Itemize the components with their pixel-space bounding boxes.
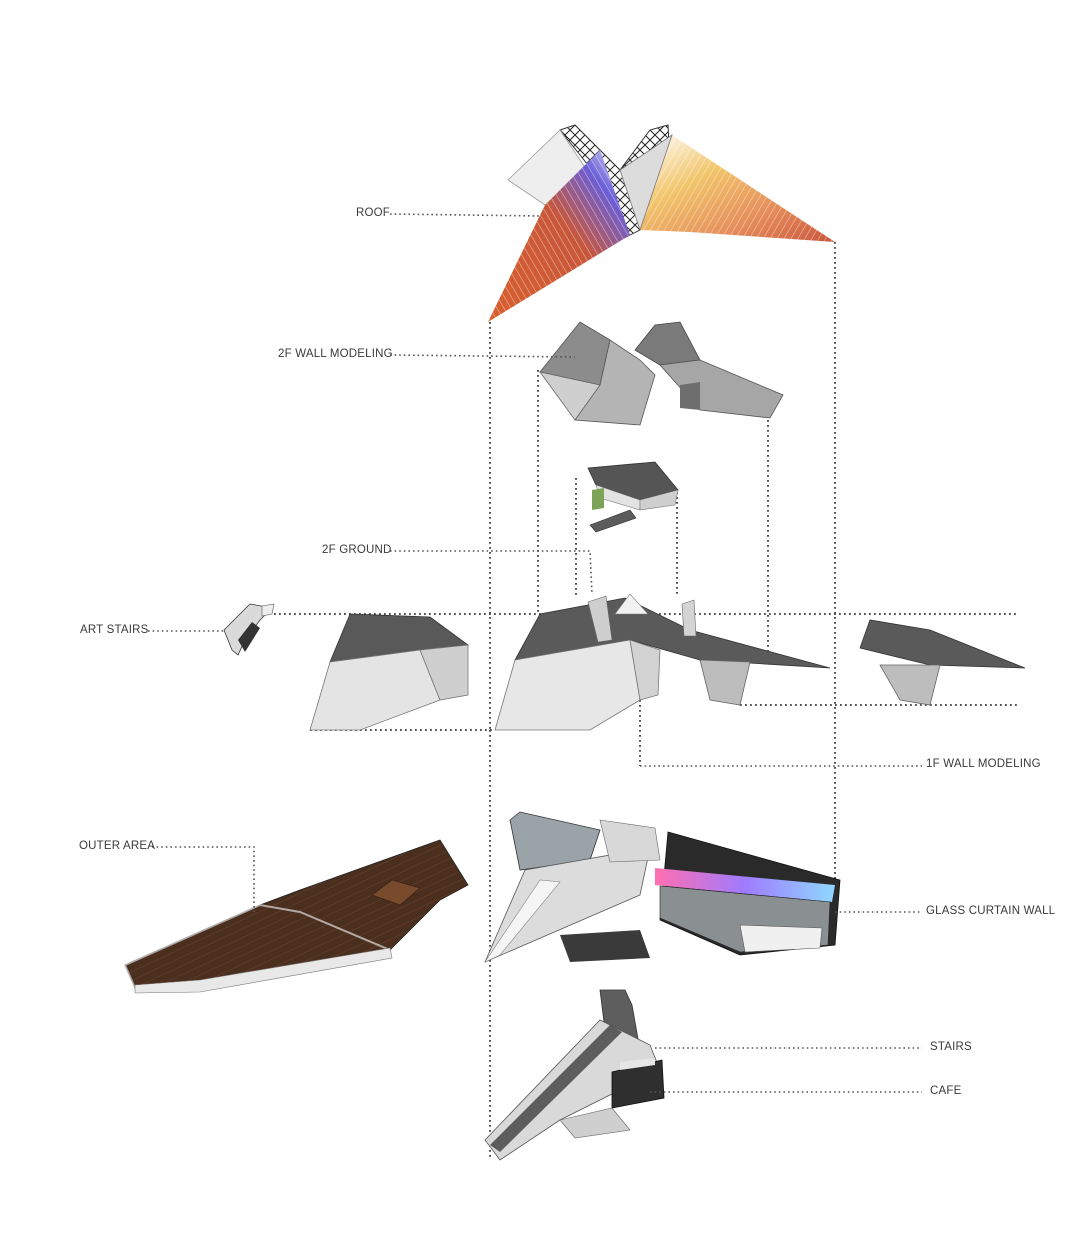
outer-area-model: [123, 839, 469, 994]
leader-lines: [148, 213, 922, 1093]
label-outer-area: OUTER AREA: [79, 840, 156, 852]
label-glass-curtain-wall: GLASS CURTAIN WALL: [926, 905, 1056, 917]
art-stairs-model: [223, 603, 275, 656]
label-cafe: CAFE: [930, 1085, 962, 1097]
label-stairs: STAIRS: [930, 1041, 972, 1053]
ground-2f-model: [587, 461, 679, 533]
wall-2f-model: [539, 321, 784, 426]
glass-curtain-wall-model: [484, 811, 841, 963]
stairs-cafe-model: [484, 989, 665, 1161]
wall-1f-model: [309, 593, 1026, 731]
label-2f-wall-modeling: 2F WALL MODELING: [278, 348, 393, 360]
label-1f-wall-modeling: 1F WALL MODELING: [926, 758, 1041, 770]
label-roof: ROOF: [356, 207, 391, 219]
roof-model: [488, 124, 835, 322]
label-2f-ground: 2F GROUND: [322, 544, 392, 556]
label-art-stairs: ART STAIRS: [80, 624, 149, 636]
